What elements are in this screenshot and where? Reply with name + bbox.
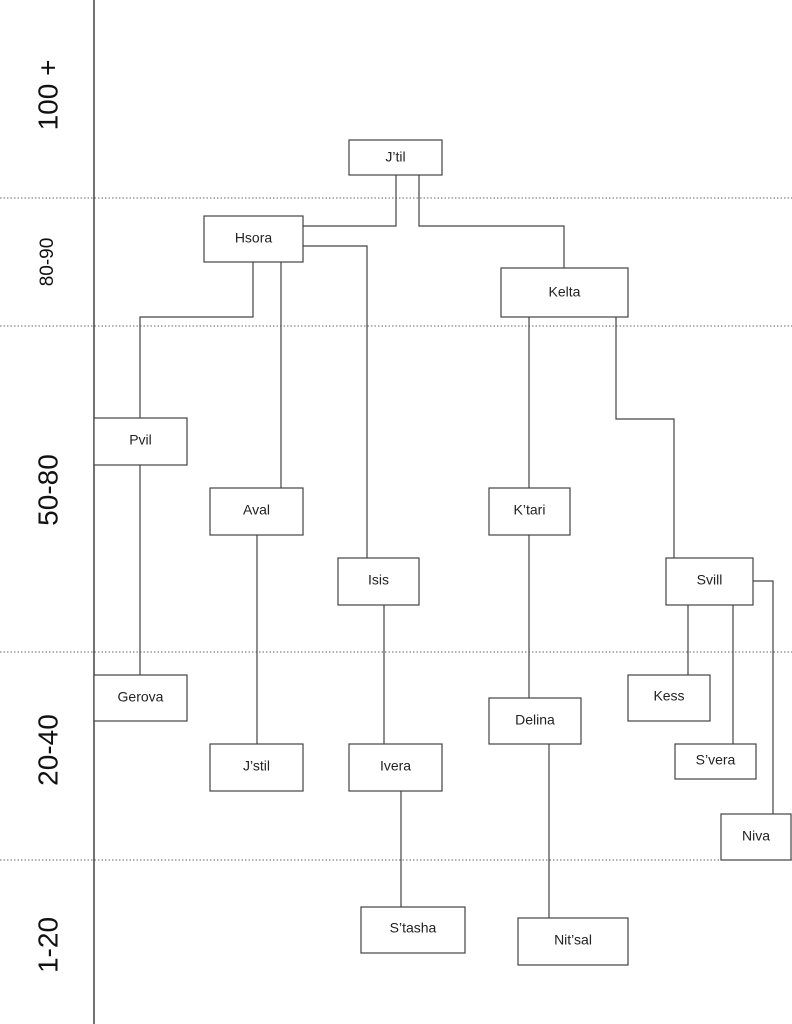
node-ktari: K’tari bbox=[488, 487, 571, 536]
node-svera: S’vera bbox=[674, 743, 757, 780]
person-name: Kess bbox=[653, 688, 684, 704]
connector-kelta-svill bbox=[615, 317, 675, 558]
connector-svill-niva bbox=[753, 580, 774, 814]
node-hsora: Hsora bbox=[203, 215, 304, 263]
node-delina: Delina bbox=[488, 697, 582, 745]
node-nitsal: Nit’sal bbox=[517, 917, 629, 966]
person-name: Ivera bbox=[380, 758, 411, 774]
node-gerova: Gerova bbox=[93, 674, 188, 722]
node-svill: Svill bbox=[665, 557, 754, 606]
node-pvil: Pvil bbox=[93, 417, 188, 466]
age-band-label: 1-20 bbox=[32, 917, 63, 973]
node-niva: Niva bbox=[720, 813, 792, 861]
node-kelta: Kelta bbox=[500, 267, 629, 318]
connector-jtil-hsora bbox=[303, 175, 397, 227]
person-name: Nit’sal bbox=[554, 932, 592, 948]
connector-hsora-isis bbox=[303, 245, 368, 558]
node-isis: Isis bbox=[337, 557, 420, 606]
node-jtil: J’til bbox=[348, 139, 443, 176]
person-name: K’tari bbox=[514, 502, 546, 518]
node-stasha: S’tasha bbox=[360, 906, 466, 954]
person-name: Isis bbox=[368, 572, 389, 588]
person-name: Pvil bbox=[129, 432, 152, 448]
person-name: S’tasha bbox=[390, 920, 437, 936]
age-band-label: 100 + bbox=[32, 60, 63, 131]
person-name: Delina bbox=[515, 712, 555, 728]
age-band-label: 50-80 bbox=[32, 454, 63, 526]
node-ivera: Ivera bbox=[348, 743, 443, 792]
node-jstil: J’stil bbox=[209, 743, 304, 792]
person-name: Kelta bbox=[549, 284, 581, 300]
node-kess: Kess bbox=[627, 674, 711, 722]
person-name: Aval bbox=[243, 502, 270, 518]
person-name: Niva bbox=[742, 828, 770, 844]
age-band-label: 20-40 bbox=[32, 714, 63, 786]
node-aval: Aval bbox=[209, 487, 304, 536]
connector-jtil-kelta bbox=[418, 175, 565, 268]
person-name: J’til bbox=[385, 149, 405, 165]
person-name: J’stil bbox=[243, 758, 270, 774]
person-name: S’vera bbox=[696, 752, 736, 768]
person-name: Hsora bbox=[235, 230, 273, 246]
connectors bbox=[139, 175, 774, 918]
person-name: Gerova bbox=[118, 689, 164, 705]
connector-hsora-pvil bbox=[139, 262, 254, 418]
age-band-label: 80-90 bbox=[37, 238, 58, 287]
person-name: Svill bbox=[697, 572, 723, 588]
